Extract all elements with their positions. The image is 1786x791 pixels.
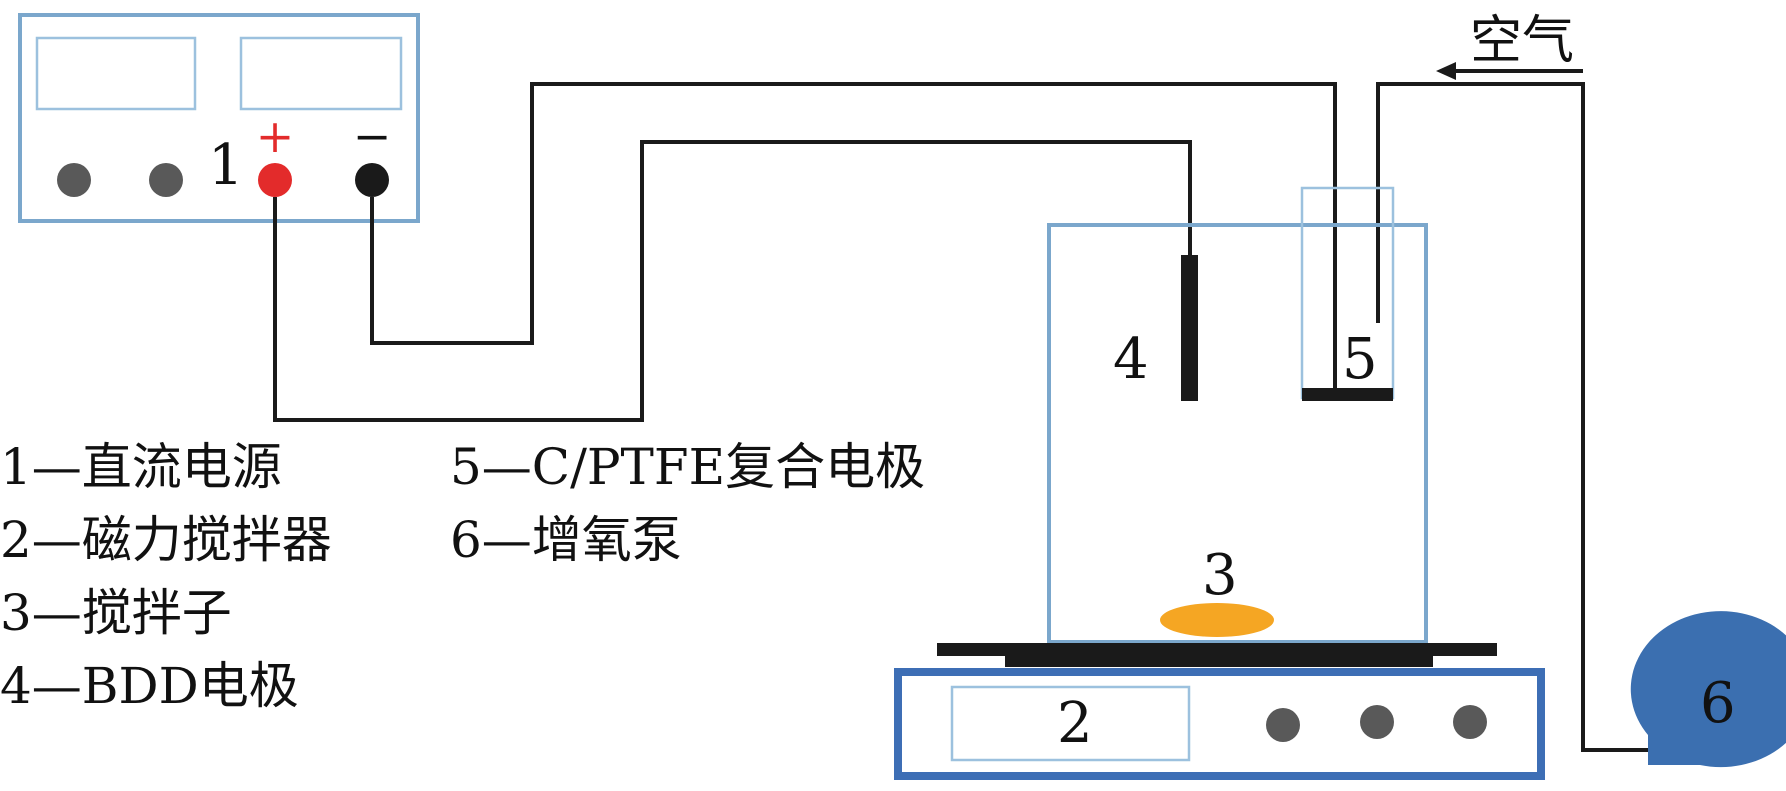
legend-item-5: 5—C/PTFE复合电极 (450, 438, 926, 496)
power-display-left (35, 36, 197, 111)
c-ptfe-electrode: 5 (1300, 186, 1395, 401)
label-1: 1 (208, 133, 244, 198)
power-display-right (239, 36, 403, 111)
stir-bar: 3 (1160, 543, 1274, 637)
dc-power-supply: + − 1 (18, 13, 420, 223)
label-4: 4 (1113, 327, 1149, 392)
minus-sign: − (353, 109, 392, 163)
air-inlet-arrow: 空气 (1436, 11, 1583, 80)
label-3: 3 (1202, 543, 1238, 608)
negative-terminal (355, 163, 389, 197)
bdd-electrode: 4 (1113, 255, 1198, 401)
stirrer-knob-2 (1360, 705, 1394, 739)
air-tube (1376, 82, 1648, 752)
legend-item-3: 3—搅拌子 (0, 584, 232, 642)
label-6: 6 (1700, 671, 1736, 736)
power-knob-2 (149, 163, 183, 197)
beaker (1047, 223, 1428, 644)
air-label: 空气 (1470, 11, 1574, 71)
power-knob-1 (57, 163, 91, 197)
stirrer-knob-1 (1266, 708, 1300, 742)
label-2: 2 (1057, 691, 1093, 756)
wire-positive (273, 140, 1192, 422)
stirrer-display (950, 685, 1191, 762)
plus-sign: + (256, 109, 295, 163)
label-5: 5 (1342, 327, 1378, 392)
stirrer-knob-3 (1453, 705, 1487, 739)
positive-terminal (258, 163, 292, 197)
wire-negative (370, 82, 1337, 392)
wires (273, 82, 1648, 752)
legend-item-1: 1—直流电源 (0, 438, 282, 496)
oxygen-pump: 6 (1630, 611, 1786, 768)
magnetic-stirrer: 2 (894, 643, 1545, 780)
legend-item-4: 4—BDD电极 (0, 657, 299, 715)
legend-item-6: 6—增氧泵 (450, 511, 682, 569)
legend-item-2: 2—磁力搅拌器 (0, 511, 332, 569)
